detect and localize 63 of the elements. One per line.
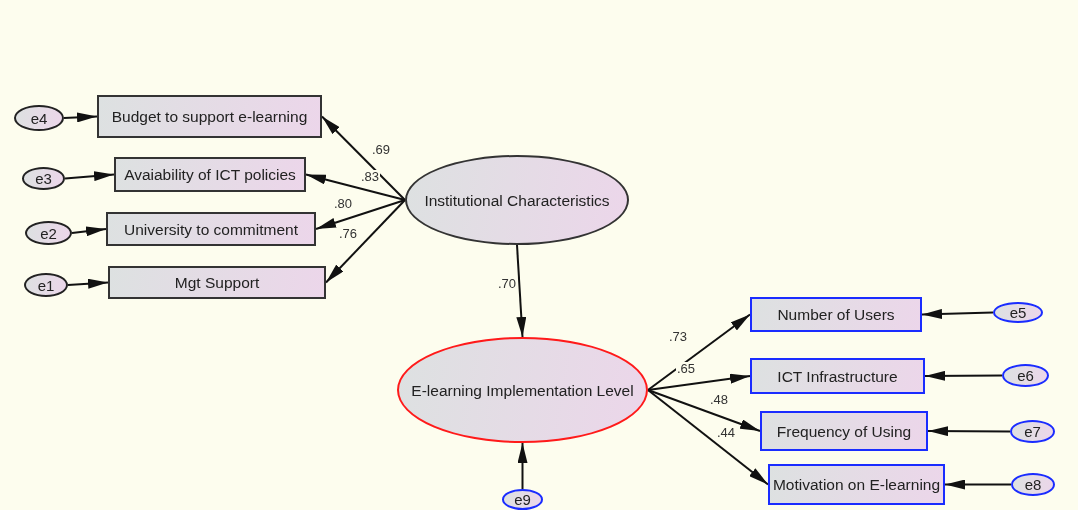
- observed-variable-box: [97, 95, 322, 138]
- variable-label: Mgt Support: [174, 274, 260, 291]
- error-term-ellipse: [24, 273, 68, 297]
- path-arrow: [647, 389, 761, 432]
- path-coefficient: .76: [338, 227, 359, 241]
- error-label: e3: [35, 170, 52, 187]
- variable-label: Budget to support e-learning: [111, 108, 308, 125]
- error-label: e9: [514, 491, 531, 508]
- path-arrow: [305, 173, 406, 201]
- path-arrow: [64, 171, 115, 182]
- path-coefficient: .65: [676, 362, 697, 376]
- error-term-ellipse: [1011, 473, 1055, 496]
- observed-variable-box: [106, 212, 316, 246]
- variable-label: Institutional Characteristics: [424, 191, 610, 209]
- path-coefficient: .48: [709, 393, 730, 407]
- error-label: e1: [37, 276, 55, 294]
- path-coefficient: .69: [371, 143, 392, 157]
- variable-label: ICT Infrastructure: [777, 367, 898, 385]
- error-label: e6: [1017, 367, 1034, 384]
- path-coefficient: .73: [668, 330, 689, 344]
- observed-variable-box: [114, 157, 306, 192]
- path-arrow: [517, 442, 528, 490]
- path-arrow: [325, 199, 406, 284]
- error-label: e2: [40, 224, 57, 242]
- variable-label: Number of Users: [777, 306, 895, 323]
- path-coefficient: .44: [716, 426, 737, 440]
- observed-variable-box: [768, 464, 945, 505]
- error-label: e4: [30, 109, 48, 127]
- error-label: e8: [1024, 476, 1042, 493]
- error-label: e7: [1024, 423, 1041, 440]
- error-term-ellipse: [1002, 364, 1049, 387]
- path-arrow: [944, 479, 1012, 490]
- observed-variable-box: [108, 266, 326, 299]
- variable-label: E-learning Implementation Level: [411, 381, 634, 399]
- path-arrow: [647, 389, 769, 486]
- variable-label: Frequency of Using: [776, 422, 912, 440]
- path-arrow: [63, 112, 98, 123]
- path-arrow: [71, 226, 107, 237]
- variable-label: Avaiability of ICT policies: [124, 166, 296, 183]
- error-term-ellipse: [14, 105, 64, 131]
- path-arrow: [924, 370, 1003, 381]
- path-arrow: [67, 278, 109, 289]
- path-arrow: [321, 115, 406, 201]
- path-arrow: [647, 313, 751, 391]
- error-label: e5: [1009, 304, 1027, 321]
- path-arrow: [647, 373, 751, 391]
- path-arrow: [921, 308, 994, 319]
- error-term-ellipse: [22, 167, 65, 190]
- error-term-ellipse: [1010, 420, 1055, 443]
- observed-variable-box: [760, 411, 928, 451]
- path-arrow: [315, 199, 406, 230]
- variable-label: Motivation on E-learning: [772, 476, 941, 493]
- error-term-ellipse: [993, 302, 1043, 323]
- observed-variable-box: [750, 297, 922, 332]
- path-coefficient: .70: [497, 277, 518, 291]
- variable-label: University to commitment: [124, 220, 298, 238]
- observed-variable-box: [750, 358, 925, 394]
- path-coefficient: .80: [333, 197, 354, 211]
- path-coefficient: .83: [360, 170, 381, 184]
- error-term-ellipse: [25, 221, 72, 245]
- path-arrow: [516, 244, 527, 338]
- error-term-ellipse: [502, 489, 543, 510]
- path-arrow: [927, 426, 1011, 437]
